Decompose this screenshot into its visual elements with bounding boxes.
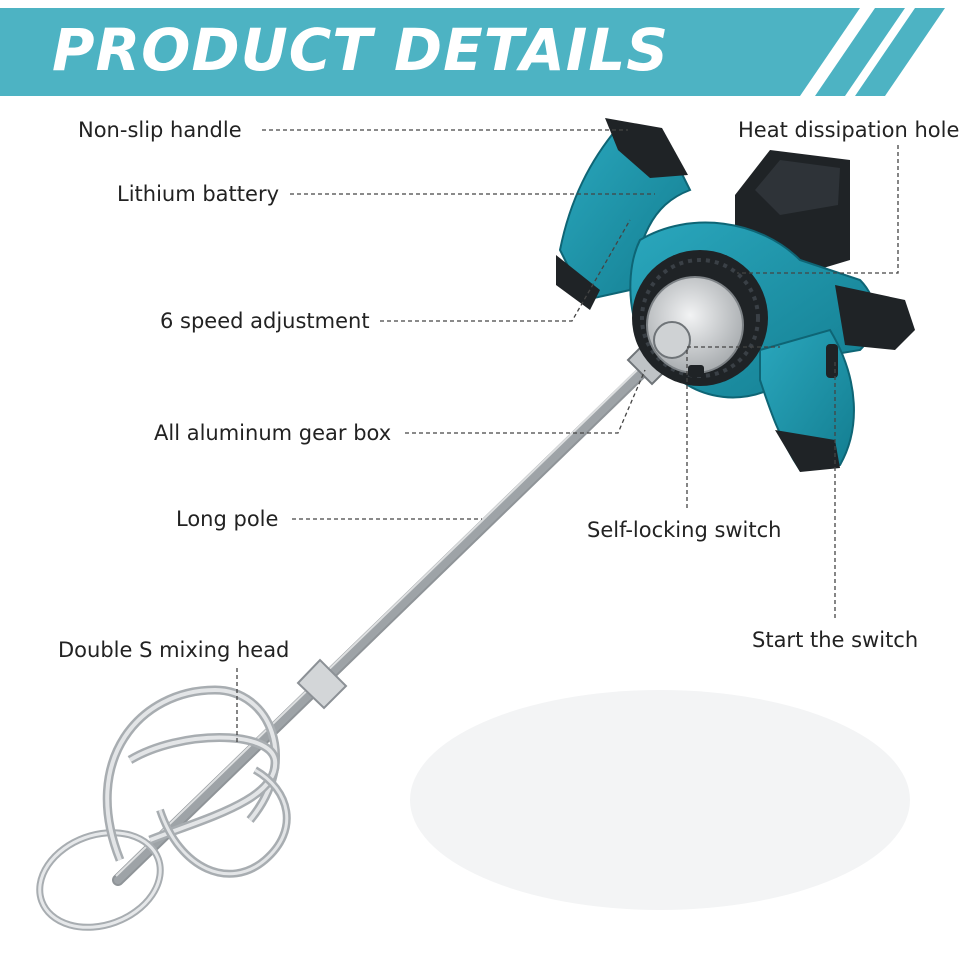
floor-shadow <box>410 690 910 910</box>
label-mixing-head: Double S mixing head <box>58 638 290 662</box>
mixing-head <box>36 685 291 931</box>
leader-lines <box>236 129 899 742</box>
page-title: PRODUCT DETAILS <box>52 16 670 84</box>
label-non-slip-handle: Non-slip handle <box>78 118 242 142</box>
motor-body <box>556 118 915 472</box>
label-lithium-battery: Lithium battery <box>117 182 280 206</box>
label-gear-box: All aluminum gear box <box>154 421 392 445</box>
label-heat-dissipation-hole: Heat dissipation hole <box>738 118 960 142</box>
banner-shape <box>0 8 945 96</box>
banner-stripe-1 <box>815 8 905 96</box>
handle-grip-right <box>835 285 915 350</box>
start-switch-shape <box>826 344 838 378</box>
label-long-pole: Long pole <box>176 507 279 531</box>
banner-stripe-2 <box>855 8 945 96</box>
lock-switch-shape <box>688 365 704 377</box>
label-speed-adjustment: 6 speed adjustment <box>160 309 370 333</box>
handle-grip-top <box>605 118 688 178</box>
pole-collar <box>296 658 348 710</box>
label-start-switch: Start the switch <box>752 628 919 652</box>
title-banner: PRODUCT DETAILS <box>0 0 970 100</box>
label-self-locking-switch: Self-locking switch <box>587 518 782 542</box>
